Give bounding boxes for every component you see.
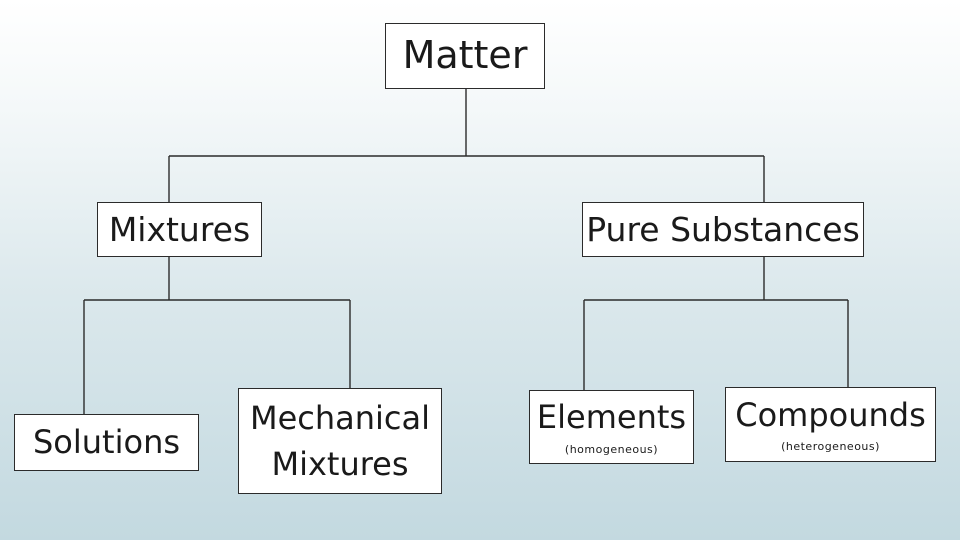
node-elements-sublabel: (homogeneous) [564, 442, 659, 456]
node-mechanical-mixtures-line2: Mixtures [271, 445, 409, 483]
node-matter: Matter [385, 23, 545, 89]
node-compounds-sublabel: (heterogeneous) [781, 440, 880, 454]
node-elements-label: Elements [536, 398, 687, 437]
node-compounds: Compounds (heterogeneous) [725, 387, 936, 462]
node-pure-substances-label: Pure Substances [586, 209, 860, 249]
node-matter-label: Matter [402, 33, 528, 78]
node-pure-substances: Pure Substances [582, 202, 864, 257]
node-elements: Elements (homogeneous) [529, 390, 694, 464]
node-compounds-label: Compounds [735, 395, 926, 434]
node-mechanical-mixtures-line1: Mechanical [249, 398, 431, 437]
node-mechanical-mixtures: Mechanical Mixtures [238, 388, 442, 494]
node-solutions: Solutions [14, 414, 199, 471]
node-solutions-label: Solutions [32, 423, 181, 462]
node-mixtures-label: Mixtures [108, 209, 251, 249]
node-mixtures: Mixtures [97, 202, 262, 257]
